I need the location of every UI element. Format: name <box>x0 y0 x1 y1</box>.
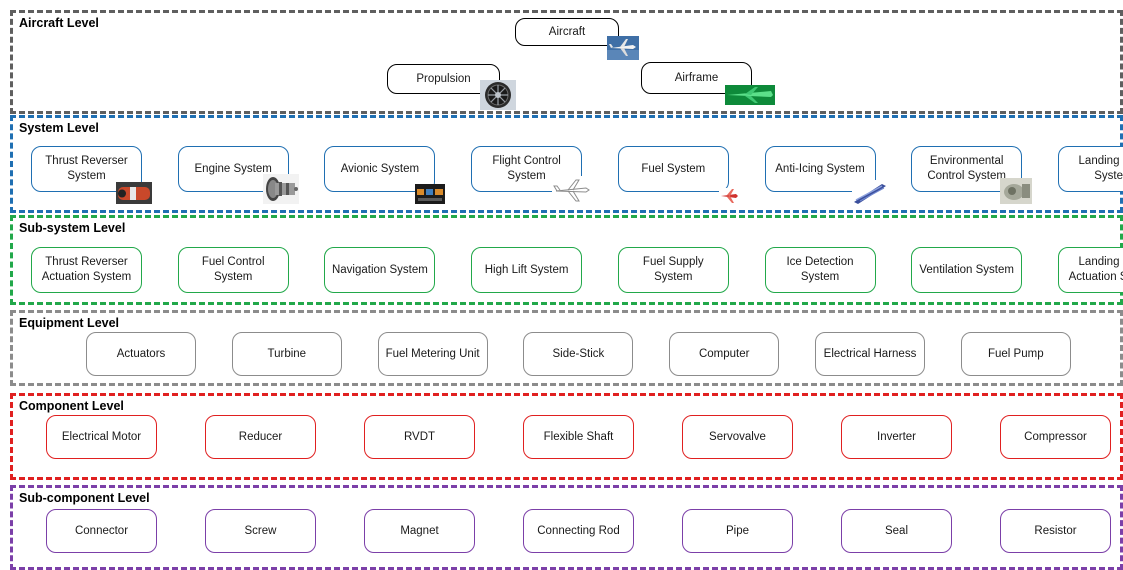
node-label: Compressor <box>1024 430 1087 443</box>
node-label: Anti-Icing System <box>775 162 865 175</box>
node-label: Landing Gear System <box>1078 155 1123 182</box>
level-equipment: Equipment Level <box>10 310 1123 386</box>
node-label: Ventilation System <box>919 263 1014 276</box>
node-aircraft[interactable]: Aircraft <box>515 18 619 46</box>
node-label: Fuel Control System <box>201 256 265 283</box>
level-title: Sub-component Level <box>19 491 150 505</box>
turbofan-engine-photo-icon <box>480 80 516 110</box>
level-title: Equipment Level <box>19 316 120 330</box>
node-avionic-system[interactable]: Avionic System <box>324 146 436 192</box>
node-label: Resistor <box>1034 524 1077 537</box>
node-label: Aircraft <box>548 25 586 38</box>
node-flexible-shaft[interactable]: Flexible Shaft <box>523 415 634 459</box>
node-label: High Lift System <box>484 263 569 276</box>
node-label: Fuel Supply System <box>642 256 704 283</box>
level-component: Component Level <box>10 393 1123 480</box>
node-label: Propulsion <box>416 72 471 85</box>
node-fuel-pump[interactable]: Fuel Pump <box>960 332 1071 376</box>
node-electrical-harness[interactable]: Electrical Harness <box>815 332 925 376</box>
node-fuel-metering-unit[interactable]: Fuel Metering Unit <box>377 332 488 376</box>
node-label: Computer <box>698 347 750 360</box>
node-label: Ice Detection System <box>786 256 854 283</box>
node-seal[interactable]: Seal <box>841 509 952 553</box>
node-reducer[interactable]: Reducer <box>205 415 316 459</box>
node-electrical-motor[interactable]: Electrical Motor <box>46 415 157 459</box>
node-label: Avionic System <box>340 162 420 175</box>
fuel-system-diagram-icon <box>718 188 739 204</box>
node-label: Seal <box>884 524 909 537</box>
wing-anti-icing-photo-icon <box>851 180 886 204</box>
node-actuators[interactable]: Actuators <box>86 332 196 376</box>
airframe-render-icon <box>725 85 775 105</box>
node-landing-gear-system[interactable]: Landing Gear System <box>1057 146 1123 192</box>
node-pipe[interactable]: Pipe <box>682 509 793 553</box>
node-label: Inverter <box>877 430 916 443</box>
level-title: Aircraft Level <box>19 16 99 30</box>
node-label: Fuel Metering Unit <box>385 347 480 360</box>
node-label: Connector <box>74 524 129 537</box>
node-label: Screw <box>244 524 277 537</box>
node-rvdt[interactable]: RVDT <box>364 415 475 459</box>
node-label: Airframe <box>674 71 719 84</box>
node-label: Connecting Rod <box>537 524 620 537</box>
node-label: Turbine <box>267 347 307 360</box>
node-fuel-system[interactable]: Fuel System <box>617 146 729 192</box>
node-ventilation-system[interactable]: Ventilation System <box>911 247 1023 293</box>
node-label: Side-Stick <box>552 347 605 360</box>
node-label: Navigation System <box>331 263 428 276</box>
cockpit-panel-photo-icon <box>415 184 446 204</box>
level-aircraft: Aircraft Level <box>10 10 1123 114</box>
node-label: Fuel Pump <box>987 347 1044 360</box>
node-landing-gear-actuation-system[interactable]: Landing Gear Actuation System <box>1057 247 1123 293</box>
node-label: Thrust Reverser System <box>45 155 128 182</box>
node-computer[interactable]: Computer <box>669 332 780 376</box>
node-label: Fuel System <box>641 162 706 175</box>
node-label: Electrical Motor <box>61 430 142 443</box>
node-screw[interactable]: Screw <box>205 509 316 553</box>
node-label: Thrust Reverser Actuation System <box>41 256 132 283</box>
node-engine-system[interactable]: Engine System <box>177 146 289 192</box>
node-label: Pipe <box>725 524 750 537</box>
node-label: Electrical Harness <box>823 347 917 360</box>
level-title: System Level <box>19 121 99 135</box>
node-fuel-supply-system[interactable]: Fuel Supply System <box>617 247 729 293</box>
node-inverter[interactable]: Inverter <box>841 415 952 459</box>
node-magnet[interactable]: Magnet <box>364 509 475 553</box>
node-label: RVDT <box>403 430 436 443</box>
node-label: Flexible Shaft <box>543 430 614 443</box>
node-thrust-reverser-actuation-system[interactable]: Thrust Reverser Actuation System <box>31 247 142 293</box>
node-servovalve[interactable]: Servovalve <box>682 415 793 459</box>
node-label: Actuators <box>116 347 166 360</box>
node-label: Engine System <box>194 162 272 175</box>
node-compressor[interactable]: Compressor <box>1000 415 1111 459</box>
node-fuel-control-system[interactable]: Fuel Control System <box>177 247 289 293</box>
node-connecting-rod[interactable]: Connecting Rod <box>523 509 634 553</box>
node-label: Magnet <box>400 524 439 537</box>
node-turbine[interactable]: Turbine <box>231 332 342 376</box>
flight-control-drawing-icon <box>552 176 593 204</box>
level-title: Sub-system Level <box>19 221 126 235</box>
thrust-reverser-photo-icon <box>116 182 152 204</box>
engine-cutaway-photo-icon <box>262 174 299 204</box>
node-label: Flight Control System <box>492 155 561 182</box>
node-connector[interactable]: Connector <box>46 509 157 553</box>
node-side-stick[interactable]: Side-Stick <box>523 332 634 376</box>
level-title: Component Level <box>19 399 124 413</box>
node-label: Reducer <box>238 430 283 443</box>
node-resistor[interactable]: Resistor <box>1000 509 1111 553</box>
environmental-control-photo-icon <box>1000 178 1033 204</box>
node-label: Landing Gear Actuation System <box>1068 256 1123 283</box>
node-high-lift-system[interactable]: High Lift System <box>471 247 583 293</box>
aircraft-photo-icon <box>607 36 639 60</box>
node-label: Servovalve <box>709 430 766 443</box>
node-label: Environmental Control System <box>927 155 1006 182</box>
node-ice-detection-system[interactable]: Ice Detection System <box>764 247 876 293</box>
node-navigation-system[interactable]: Navigation System <box>324 247 436 293</box>
